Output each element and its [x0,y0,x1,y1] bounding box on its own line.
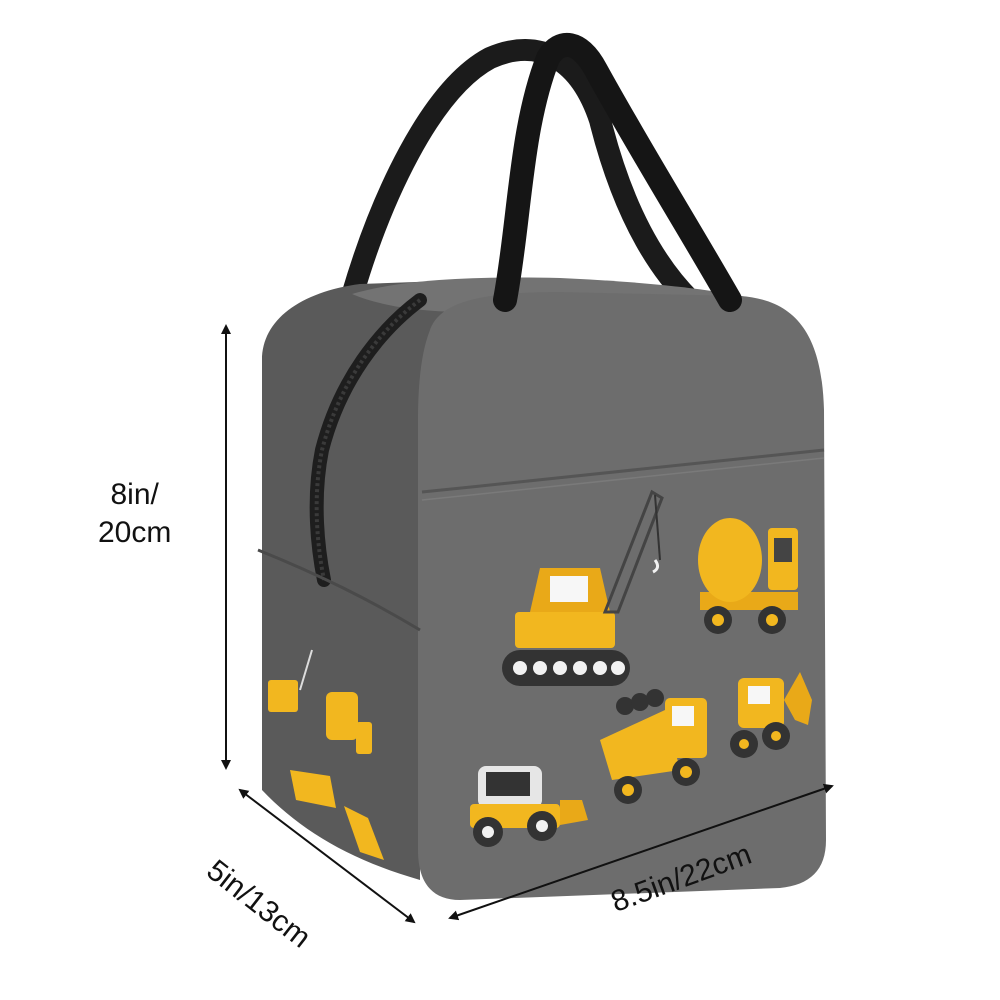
crawler-crane [502,489,664,686]
side-pocket-seam [257,548,421,632]
bag-front-panel [418,292,826,900]
excavator [730,672,812,758]
dump-truck [600,689,707,804]
depth-dimension-line [238,788,416,924]
width-dimension-line [448,783,834,921]
front-pocket-seam [421,448,825,494]
height-label-cm: 20cm [98,515,172,549]
height-label-inches: 8in/ [110,478,159,511]
cement-mixer [698,518,798,634]
handle-front [493,32,742,312]
height-label: 8in/ 20cm [98,476,171,551]
